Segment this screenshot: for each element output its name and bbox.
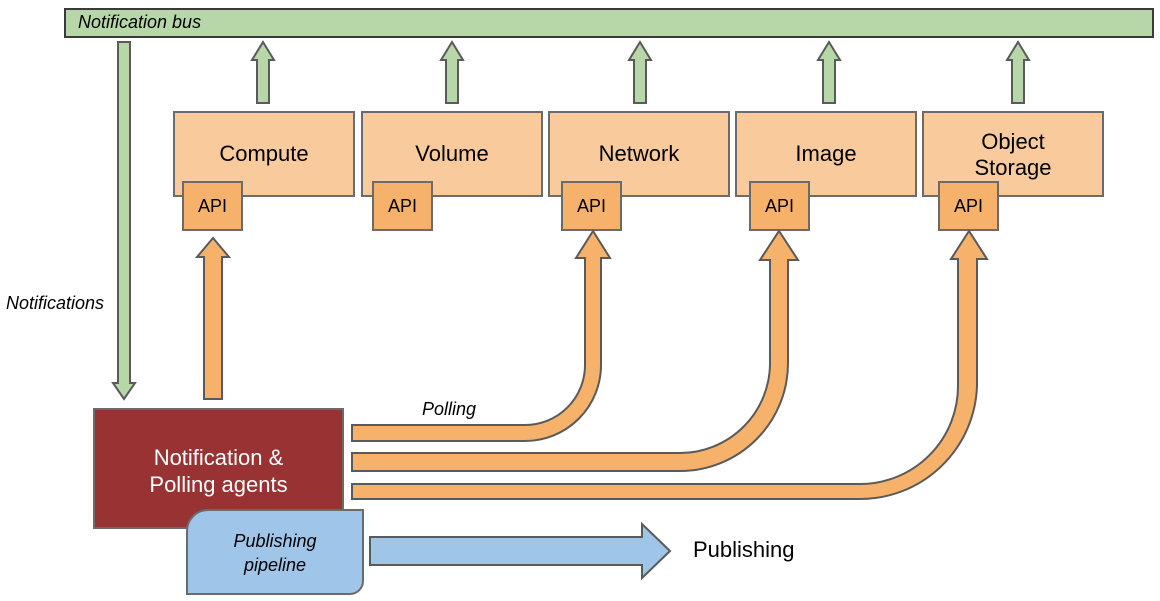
publishing-label: Publishing: [693, 537, 795, 562]
notifications-down-arrow: [111, 41, 137, 401]
api-compute-label: API: [197, 195, 227, 216]
api-compute: API: [182, 181, 243, 231]
up-arrow-object-storage: [1005, 40, 1031, 104]
up-arrow-compute: [250, 40, 276, 104]
notification-bus: [64, 8, 1154, 38]
agents-label-line2: Polling agents: [149, 472, 288, 497]
service-volume: Volume: [361, 111, 543, 197]
api-network: API: [561, 181, 622, 231]
polling-label: Polling: [422, 399, 477, 419]
service-network-label: Network: [598, 141, 680, 166]
notifications-label: Notifications: [6, 293, 105, 313]
api-object-storage-label: API: [953, 195, 983, 216]
pipeline-label-line2: pipeline: [243, 555, 307, 575]
api-volume: API: [372, 181, 433, 231]
notification-bus-label: Notification bus: [78, 12, 202, 32]
api-image-label: API: [764, 195, 794, 216]
service-image-label: Image: [795, 141, 857, 166]
service-compute: Compute: [173, 111, 355, 197]
service-object-storage: Object Storage: [922, 111, 1104, 197]
polling-arrow-object-storage: [351, 229, 989, 500]
polling-arrow-network: [351, 229, 612, 442]
service-volume-label: Volume: [415, 141, 489, 166]
publishing-arrow: [369, 521, 672, 581]
agents-label-line1: Notification &: [153, 445, 284, 470]
polling-arrow-compute: [194, 236, 232, 400]
publishing-pipeline: Publishing pipeline: [186, 509, 364, 595]
api-object-storage: API: [938, 181, 999, 231]
api-image: API: [749, 181, 810, 231]
service-object-storage-label-line1: Object: [981, 129, 1045, 154]
api-volume-label: API: [387, 195, 417, 216]
service-object-storage-label-line2: Storage: [974, 155, 1052, 180]
service-compute-label: Compute: [219, 141, 309, 166]
api-network-label: API: [576, 195, 606, 216]
pipeline-label-line1: Publishing: [233, 531, 317, 551]
up-arrow-network: [627, 40, 653, 104]
up-arrow-volume: [439, 40, 465, 104]
polling-arrow-image: [351, 229, 800, 472]
up-arrow-image: [816, 40, 842, 104]
